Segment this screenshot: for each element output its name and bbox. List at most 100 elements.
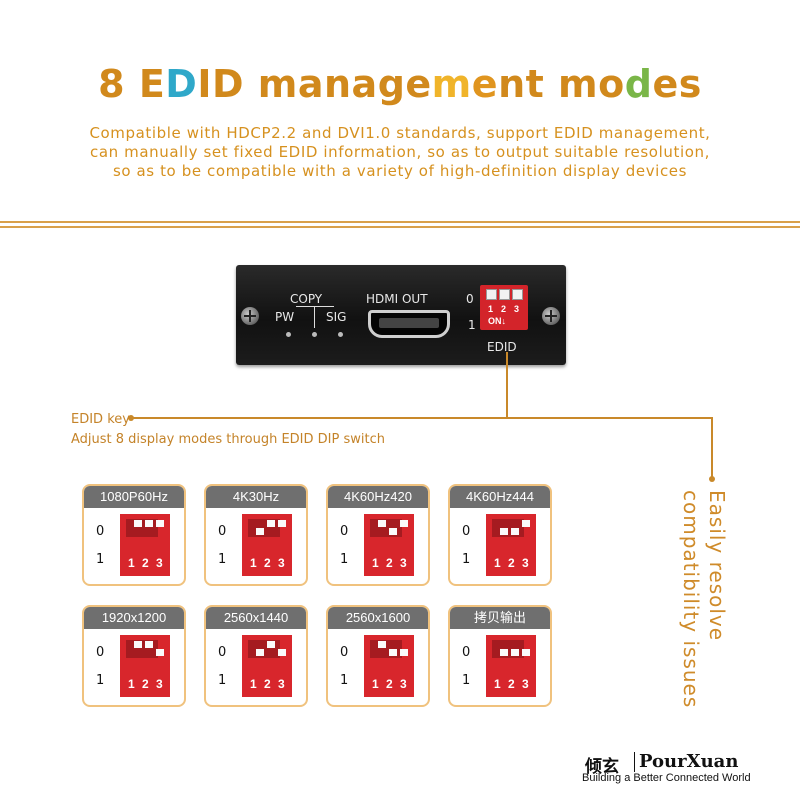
mode-label: 1080P60Hz <box>84 486 184 508</box>
position-0-label: 0 <box>462 645 471 660</box>
dip-toggle <box>134 641 142 648</box>
copy-indicator-line <box>314 306 315 328</box>
copy-label: COPY <box>290 292 323 306</box>
dip-toggle <box>486 289 497 300</box>
dip-toggle <box>511 649 519 656</box>
dip-number: 2 <box>386 677 393 691</box>
dip-number: 1 <box>372 556 379 570</box>
dip-number: 3 <box>278 677 285 691</box>
pw-led-icon <box>286 332 291 337</box>
dip-toggle <box>500 528 508 535</box>
title-segment: d <box>624 62 653 106</box>
dip-number: 2 <box>142 556 149 570</box>
dip-toggle <box>378 641 386 648</box>
brand-tagline: Building a Better Connected World <box>582 772 751 784</box>
dip-number: 1 <box>128 556 135 570</box>
dip-number: 3 <box>514 304 520 314</box>
dip-switch-well <box>492 640 524 658</box>
dip-number: 1 <box>250 677 257 691</box>
dip-on-label: ON↓ <box>488 316 506 326</box>
callout-line <box>132 417 712 419</box>
title-segment: t mo <box>525 62 625 106</box>
dip-number: 1 <box>250 556 257 570</box>
dip-number: 1 <box>494 556 501 570</box>
dip-number: 3 <box>400 556 407 570</box>
mode-label: 2560x1440 <box>206 607 306 629</box>
edid-label: EDID <box>487 340 517 354</box>
dip-number: 1 <box>372 677 379 691</box>
position-1-label: 1 <box>462 552 471 567</box>
position-1-label: 1 <box>96 673 105 688</box>
position-1-label: 1 <box>462 673 471 688</box>
page-title: 8 EDID management modes <box>0 62 800 106</box>
position-0-label: 0 <box>96 645 105 660</box>
mode-label: 4K60Hz444 <box>450 486 550 508</box>
edid-key-description: Adjust 8 display modes through EDID DIP … <box>71 432 385 447</box>
dip-switch-well <box>248 519 280 537</box>
callout-dot-icon <box>128 415 134 421</box>
edid-key-label: EDID key <box>71 412 130 427</box>
position-1-label: 1 <box>218 673 227 688</box>
dip-number: 1 <box>494 677 501 691</box>
screw-icon <box>241 307 259 325</box>
dip-toggle <box>145 641 153 648</box>
divider-line <box>0 221 800 223</box>
brand-name-cn: 倾玄 <box>585 757 619 777</box>
position-1-label: 1 <box>340 552 349 567</box>
hdmi-out-label: HDMI OUT <box>366 292 428 306</box>
title-segment: e <box>471 62 499 106</box>
dip-number: 2 <box>501 304 507 314</box>
dip-switch-well <box>370 519 402 537</box>
dip-toggle <box>389 528 397 535</box>
dip-toggle <box>500 649 508 656</box>
dip-switch-well <box>126 640 158 658</box>
dip-toggle <box>522 520 530 527</box>
dip-number: 1 <box>488 304 494 314</box>
callout-line <box>506 352 508 418</box>
subtitle-line: Compatible with HDCP2.2 and DVI1.0 stand… <box>89 124 711 142</box>
subtitle-line: can manually set fixed EDID information,… <box>90 143 710 161</box>
dip-toggle <box>145 520 153 527</box>
title-segment: ID manage <box>197 62 432 106</box>
dip-number: 3 <box>522 677 529 691</box>
dip-toggle <box>522 649 530 656</box>
title-segment: 8 E <box>98 62 166 106</box>
copy-led-icon <box>312 332 317 337</box>
side-caption-line: Easily resolve <box>705 490 729 642</box>
mode-label: 4K60Hz420 <box>328 486 428 508</box>
dip-number: 3 <box>156 677 163 691</box>
dip-toggle <box>278 649 286 656</box>
pw-label: PW <box>275 310 295 324</box>
callout-line <box>711 417 713 479</box>
dip-toggle <box>378 520 386 527</box>
dip-number: 3 <box>278 556 285 570</box>
brand-logo: PourXuan <box>639 751 739 772</box>
position-1-label: 1 <box>96 552 105 567</box>
dip-number: 2 <box>264 556 271 570</box>
dip-toggle <box>267 641 275 648</box>
dip-number: 1 <box>128 677 135 691</box>
title-segment: es <box>652 62 702 106</box>
dip-number: 2 <box>508 677 515 691</box>
dip-toggle <box>389 649 397 656</box>
position-0-label: 0 <box>340 524 349 539</box>
dip-toggle <box>400 649 408 656</box>
brand-separator <box>634 752 635 772</box>
side-caption: Easily resolve compatibility issues <box>678 490 730 708</box>
mode-label: 4K30Hz <box>206 486 306 508</box>
sig-label: SIG <box>326 310 347 324</box>
dip-switch-well <box>370 640 402 658</box>
dip-number: 3 <box>156 556 163 570</box>
